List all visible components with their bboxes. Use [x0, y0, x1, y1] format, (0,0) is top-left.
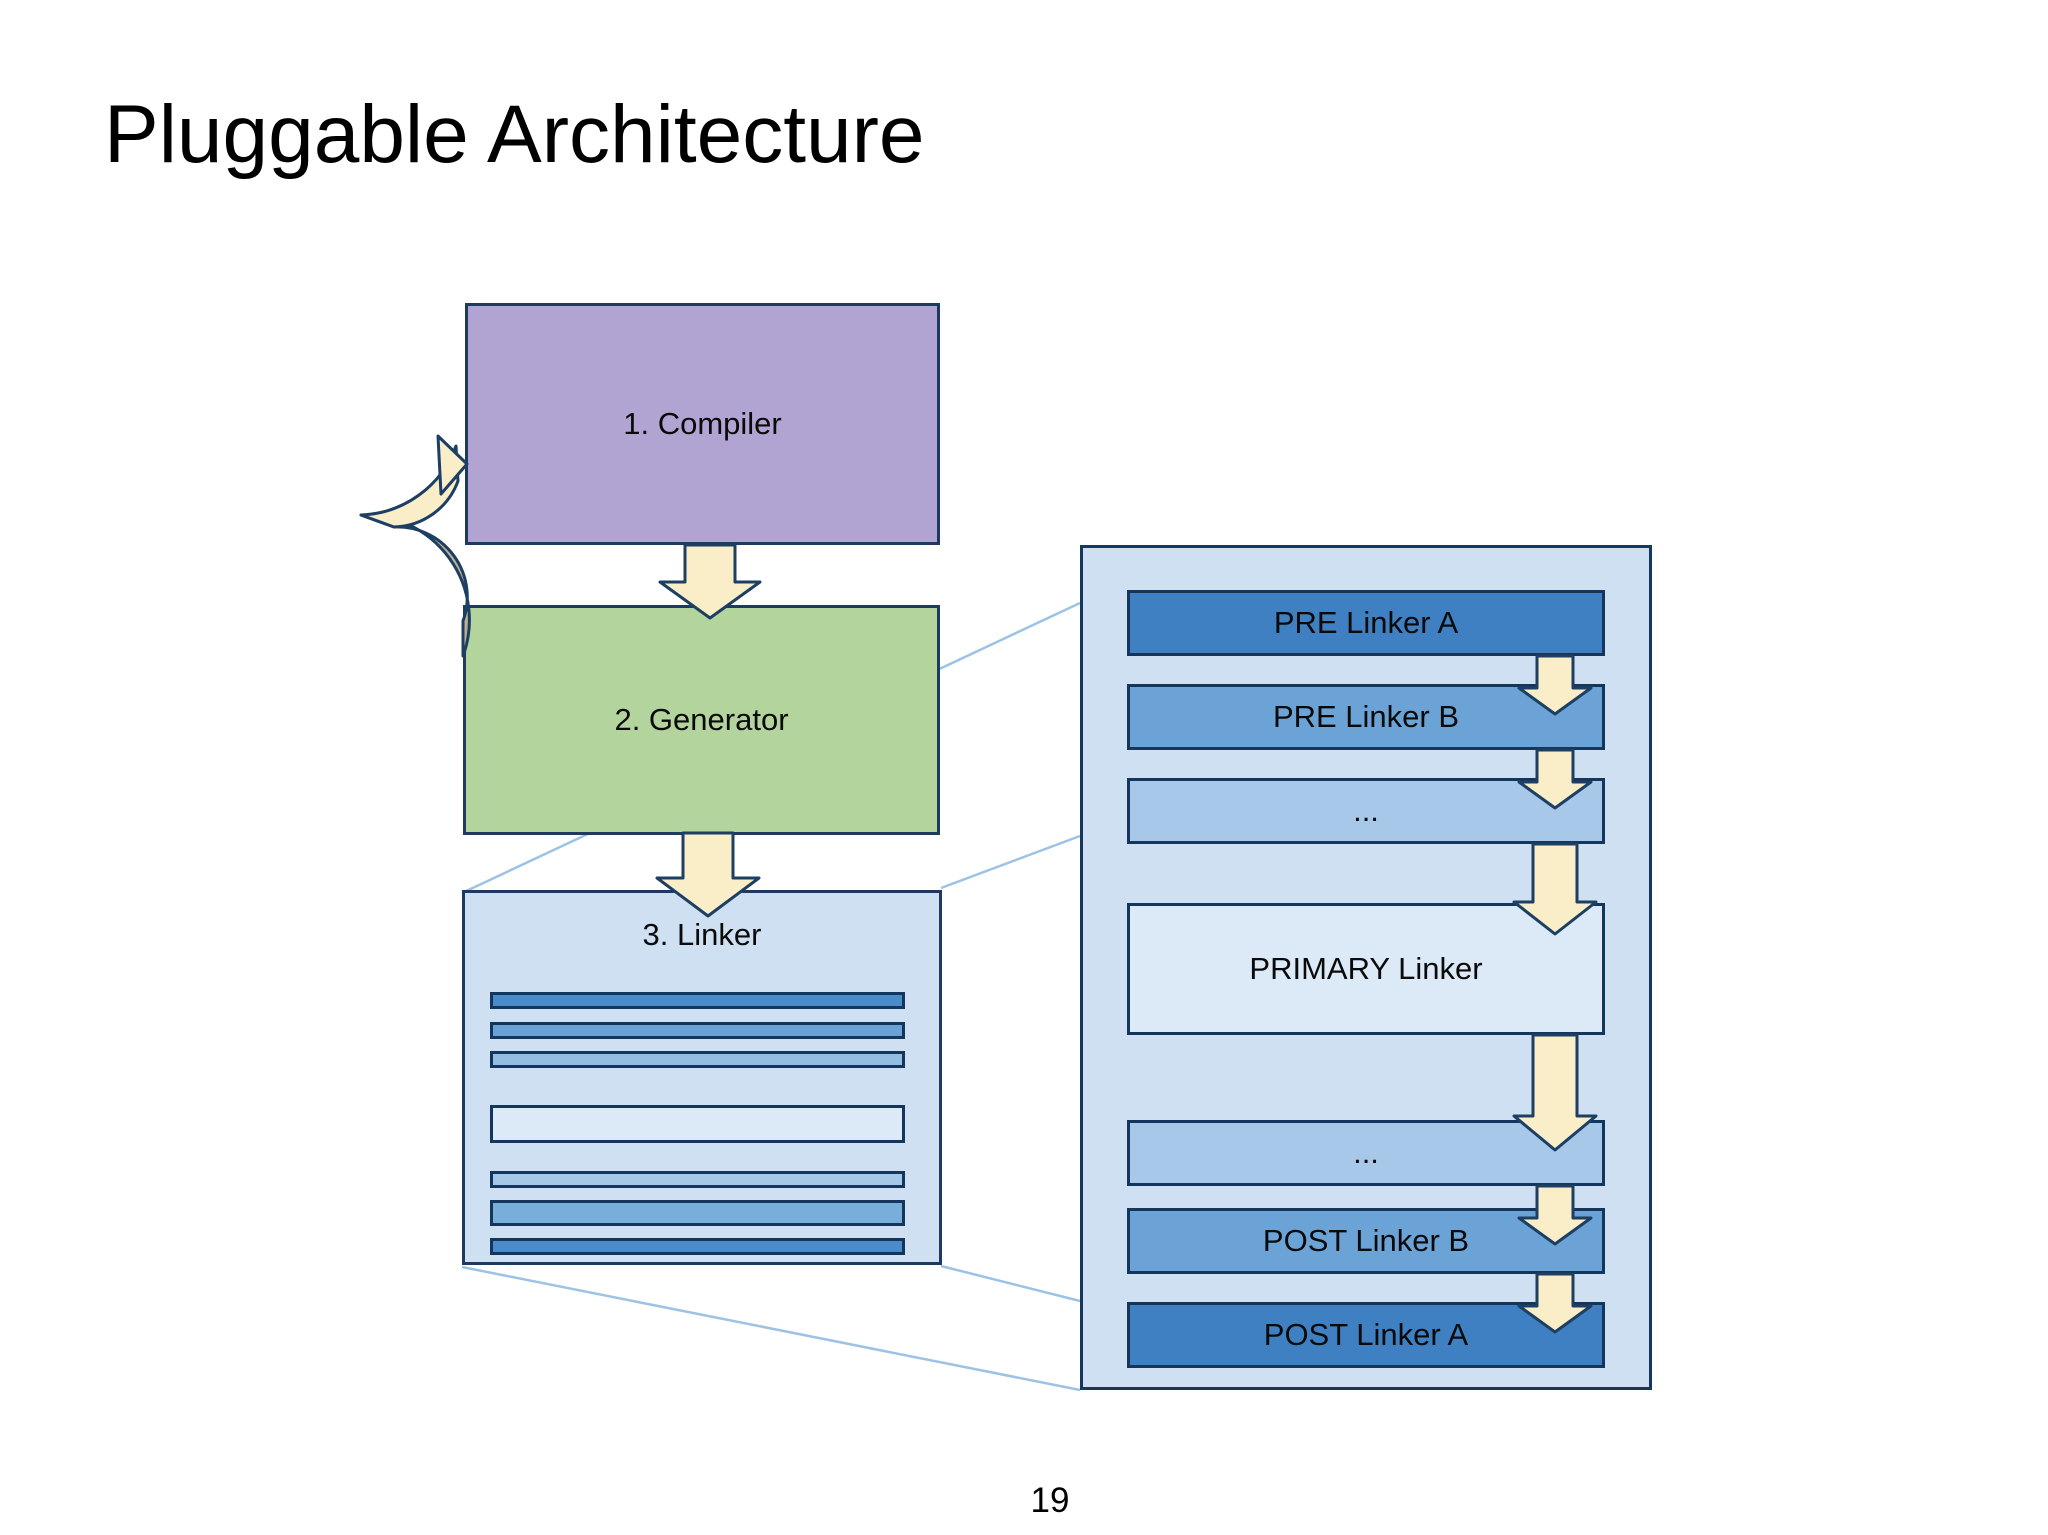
linker-bar	[490, 1051, 905, 1068]
zoom-callout-line	[940, 1264, 1081, 1303]
compiler-box-label: 1. Compiler	[623, 406, 782, 441]
panel-item-label: POST Linker A	[1263, 1317, 1469, 1352]
panel-item-label: POST Linker B	[1262, 1223, 1470, 1258]
linker-box-label: 3. Linker	[642, 917, 762, 952]
panel-item: ...	[1127, 778, 1605, 844]
panel-item: ...	[1127, 1120, 1605, 1186]
linker-bar	[490, 992, 905, 1009]
panel-item-label: ...	[1353, 1135, 1379, 1170]
panel-item-label: ...	[1353, 793, 1379, 828]
linker-bar	[490, 1022, 905, 1039]
page-title: Pluggable Architecture	[104, 89, 925, 180]
linker-bar	[490, 1105, 905, 1143]
zoom-callout-line	[940, 834, 1081, 890]
panel-item: PRIMARY Linker	[1127, 903, 1605, 1035]
panel-item-label: PRE Linker B	[1272, 699, 1460, 734]
panel-item: PRE Linker A	[1127, 590, 1605, 656]
plugin-panel: PRE Linker A PRE Linker B... PRIMARY Linke…	[1080, 545, 1652, 1390]
compiler-box: 1. Compiler	[465, 303, 940, 545]
generator-box: 2. Generator	[463, 605, 940, 835]
linker-bar	[490, 1238, 905, 1255]
linker-bar	[490, 1171, 905, 1188]
loop-arrow-icon	[359, 434, 471, 658]
panel-item-label: PRE Linker A	[1273, 605, 1459, 640]
linker-box: 3. Linker	[462, 890, 942, 1265]
panel-item: PRE Linker B	[1127, 684, 1605, 750]
panel-item: POST Linker A	[1127, 1302, 1605, 1368]
panel-item: POST Linker B	[1127, 1208, 1605, 1274]
zoom-callout-line	[461, 1265, 1081, 1392]
page-number: 19	[1030, 1481, 1070, 1520]
linker-bar	[490, 1200, 905, 1226]
generator-box-label: 2. Generator	[614, 702, 789, 737]
panel-item-label: PRIMARY Linker	[1249, 951, 1483, 986]
